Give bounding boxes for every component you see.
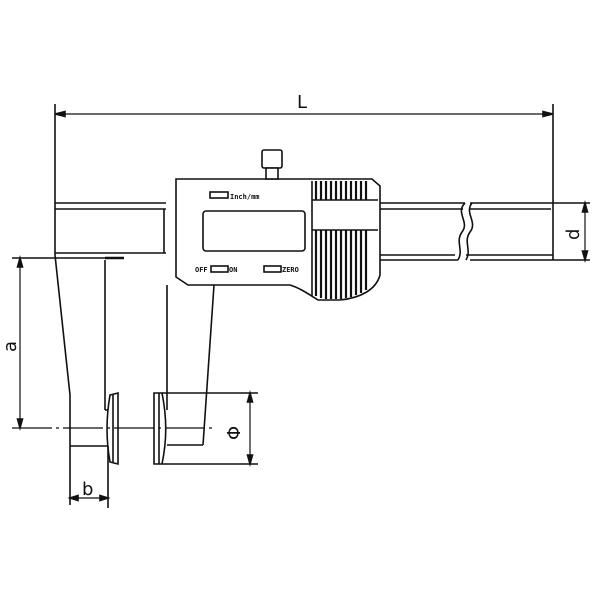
zero-label: ZERO [282,266,299,274]
off-label: OFF [195,266,208,274]
display-body: Inch/mm OFF ON ZERO [175,149,381,301]
beam [55,202,553,261]
dimension-d-label: d [563,229,584,240]
unit-button-label: Inch/mm [230,193,260,201]
dimension-b-label: b [82,479,93,500]
on-label: ON [229,266,237,274]
dimension-a: a [0,255,105,431]
dimension-d: d [553,200,590,263]
lcd-screen [202,210,306,252]
unit-button [209,191,229,199]
fixed-jaw [54,254,124,505]
left-disc [106,391,119,466]
dimension-a-label: a [0,341,21,352]
dimension-phi-label: Φ [224,426,245,440]
dimension-b: b [67,446,111,508]
dimension-L-label: L [297,92,307,113]
sliding-jaw [166,284,215,446]
power-button [210,265,229,273]
zero-button [263,265,282,273]
dimension-phi: Φ [224,390,254,467]
dimension-L: L [54,92,554,260]
